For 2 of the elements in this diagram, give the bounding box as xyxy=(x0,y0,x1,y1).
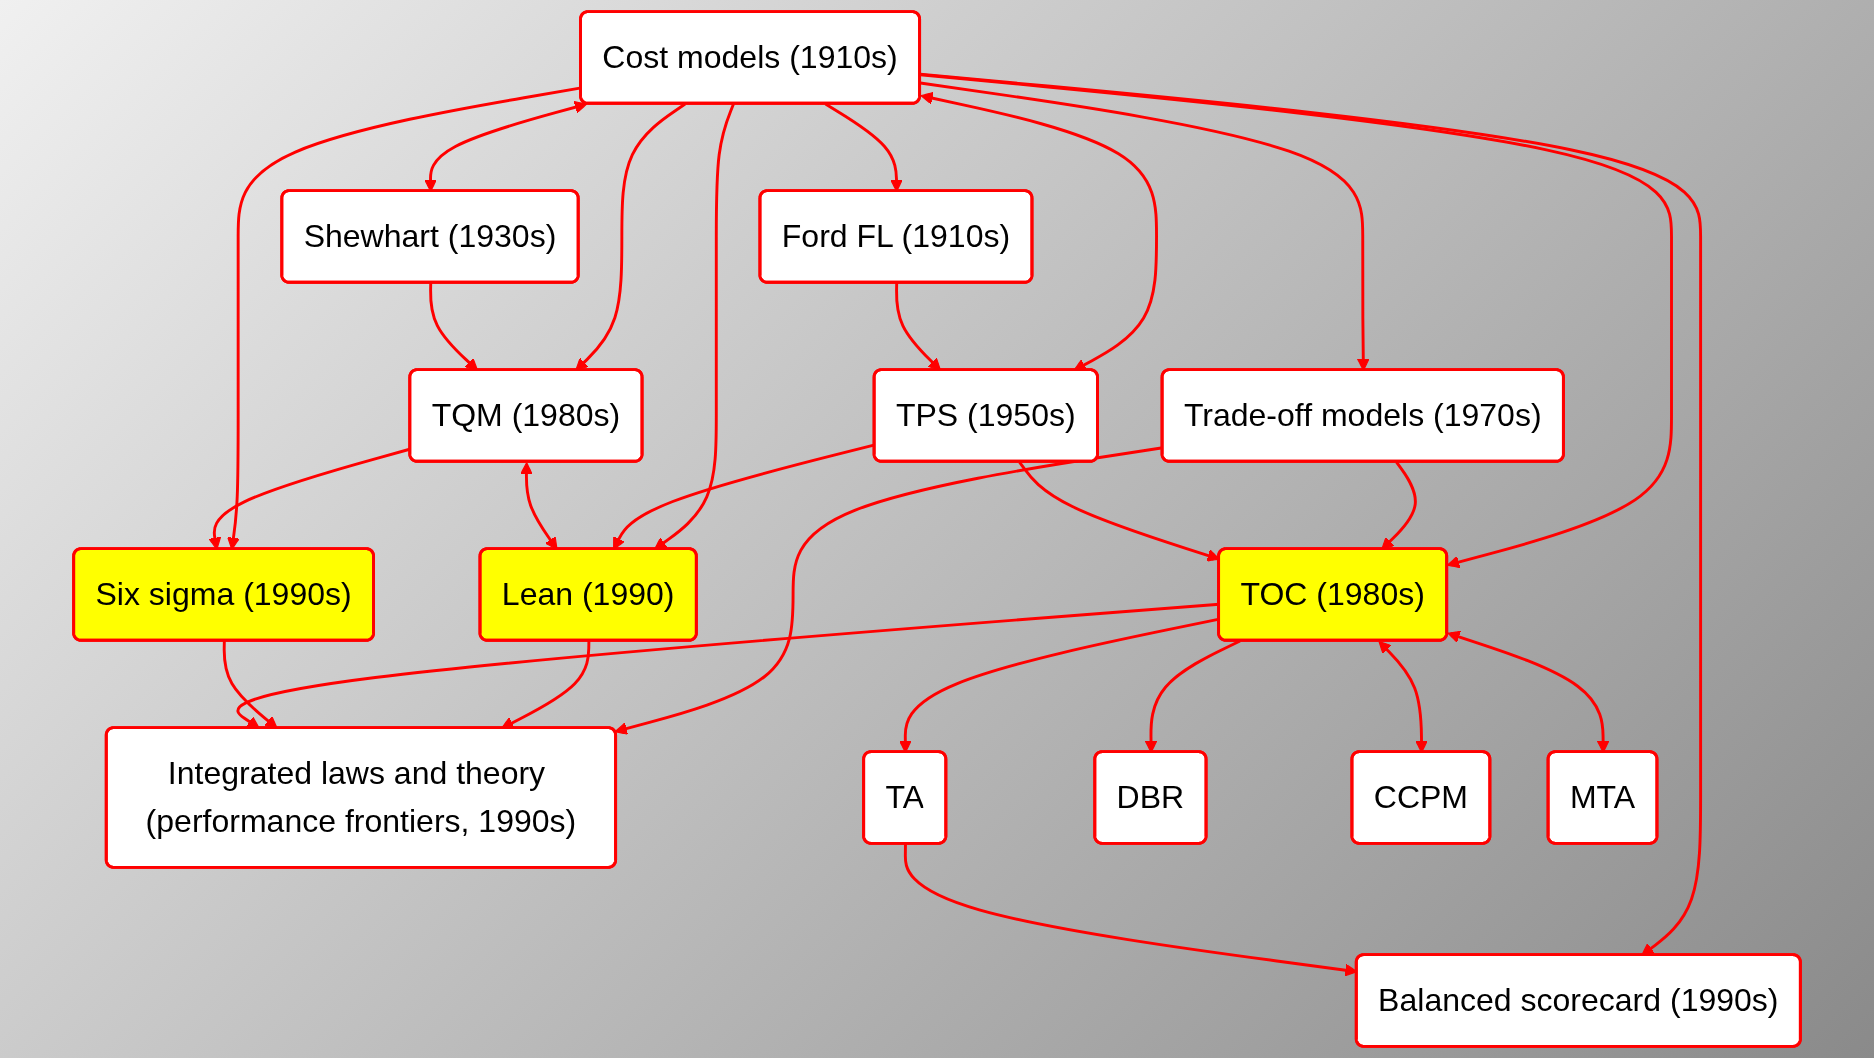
arrow xyxy=(920,73,1673,569)
arrow xyxy=(614,446,1163,735)
